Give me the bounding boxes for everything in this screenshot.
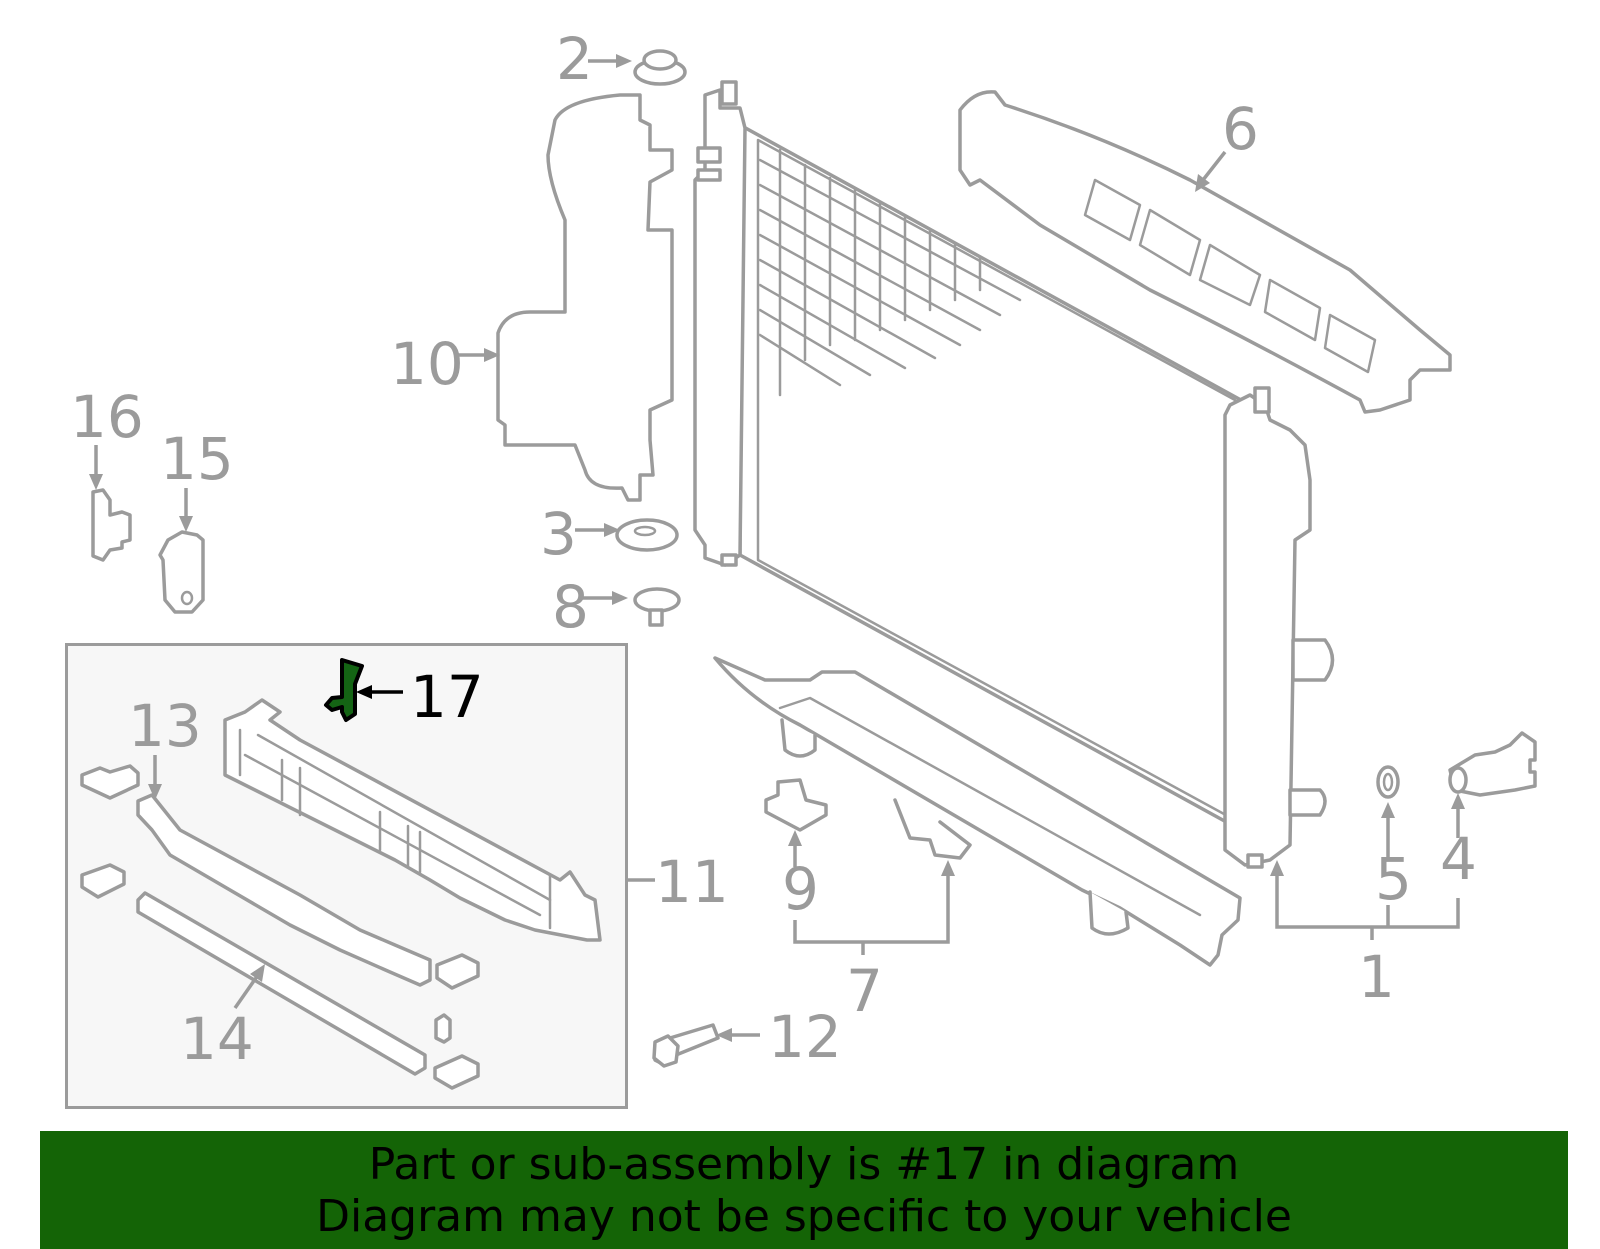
callout-8: 8 — [552, 573, 589, 641]
bracket-part-16[interactable] — [91, 488, 132, 562]
banner-line-part-number: Part or sub-assembly is #17 in diagram — [368, 1139, 1240, 1190]
callout-7: 7 — [846, 957, 883, 1025]
callout-3: 3 — [540, 500, 577, 568]
callout-12: 12 — [768, 1003, 842, 1071]
callout-11: 11 — [655, 848, 729, 916]
callout-5: 5 — [1375, 845, 1412, 913]
cushion-part-3[interactable] — [615, 518, 679, 552]
part-info-banner: Part or sub-assembly is #17 in diagram D… — [40, 1131, 1568, 1249]
callout-6: 6 — [1222, 95, 1259, 163]
clip-part-8[interactable] — [633, 587, 681, 627]
bolt-part-12[interactable] — [652, 1023, 720, 1068]
absorber-part-13[interactable] — [136, 793, 432, 987]
callout-15: 15 — [160, 425, 234, 493]
radiator-side-deflector-part-10[interactable] — [496, 93, 674, 502]
callout-14: 14 — [180, 1005, 254, 1073]
leader-lines — [89, 54, 1465, 1042]
upper-air-guide-part-6[interactable] — [958, 90, 1452, 414]
cushion-part-2[interactable] — [633, 49, 687, 86]
callout-13: 13 — [128, 692, 202, 760]
banner-line-disclaimer: Diagram may not be specific to your vehi… — [316, 1191, 1292, 1242]
callout-10: 10 — [390, 330, 464, 398]
callout-1: 1 — [1358, 943, 1395, 1011]
lower-air-guide-part-7[interactable] — [713, 656, 1242, 967]
pad-parts[interactable] — [80, 764, 480, 1090]
highlighted-part-17-bracket[interactable] — [324, 658, 364, 722]
callout-2: 2 — [556, 25, 593, 93]
radiator-core-part[interactable] — [693, 80, 1335, 869]
callout-16: 16 — [70, 383, 144, 451]
clip-part-9[interactable] — [764, 778, 828, 832]
bumper-reinforcement-assembly[interactable] — [223, 698, 602, 942]
drain-plug-part-4[interactable] — [1448, 731, 1537, 797]
gasket-part-5[interactable] — [1376, 765, 1400, 799]
callout-17-highlighted: 17 — [410, 663, 484, 731]
callout-4: 4 — [1440, 825, 1477, 893]
sensor-part-15[interactable] — [158, 530, 205, 614]
callout-9: 9 — [782, 855, 819, 923]
absorber-part-14[interactable] — [136, 891, 427, 1076]
